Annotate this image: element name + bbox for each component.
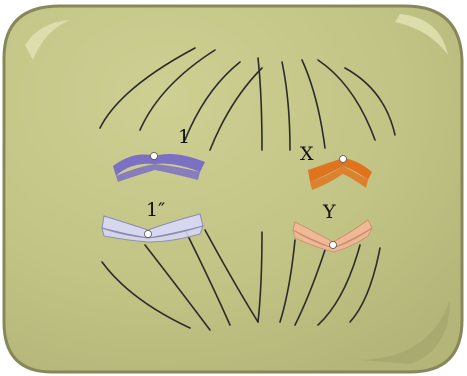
cell-body [4, 6, 462, 372]
centromere [340, 156, 347, 163]
label-chromosome-y: Y [322, 201, 336, 223]
centromere [330, 242, 337, 249]
label-chromosome-1: 1 [178, 126, 190, 148]
label-chromosome-x: X [300, 143, 314, 165]
label-chromosome-1-prime: 1″ [146, 199, 165, 221]
centromere [145, 231, 152, 238]
centromere [151, 153, 158, 160]
